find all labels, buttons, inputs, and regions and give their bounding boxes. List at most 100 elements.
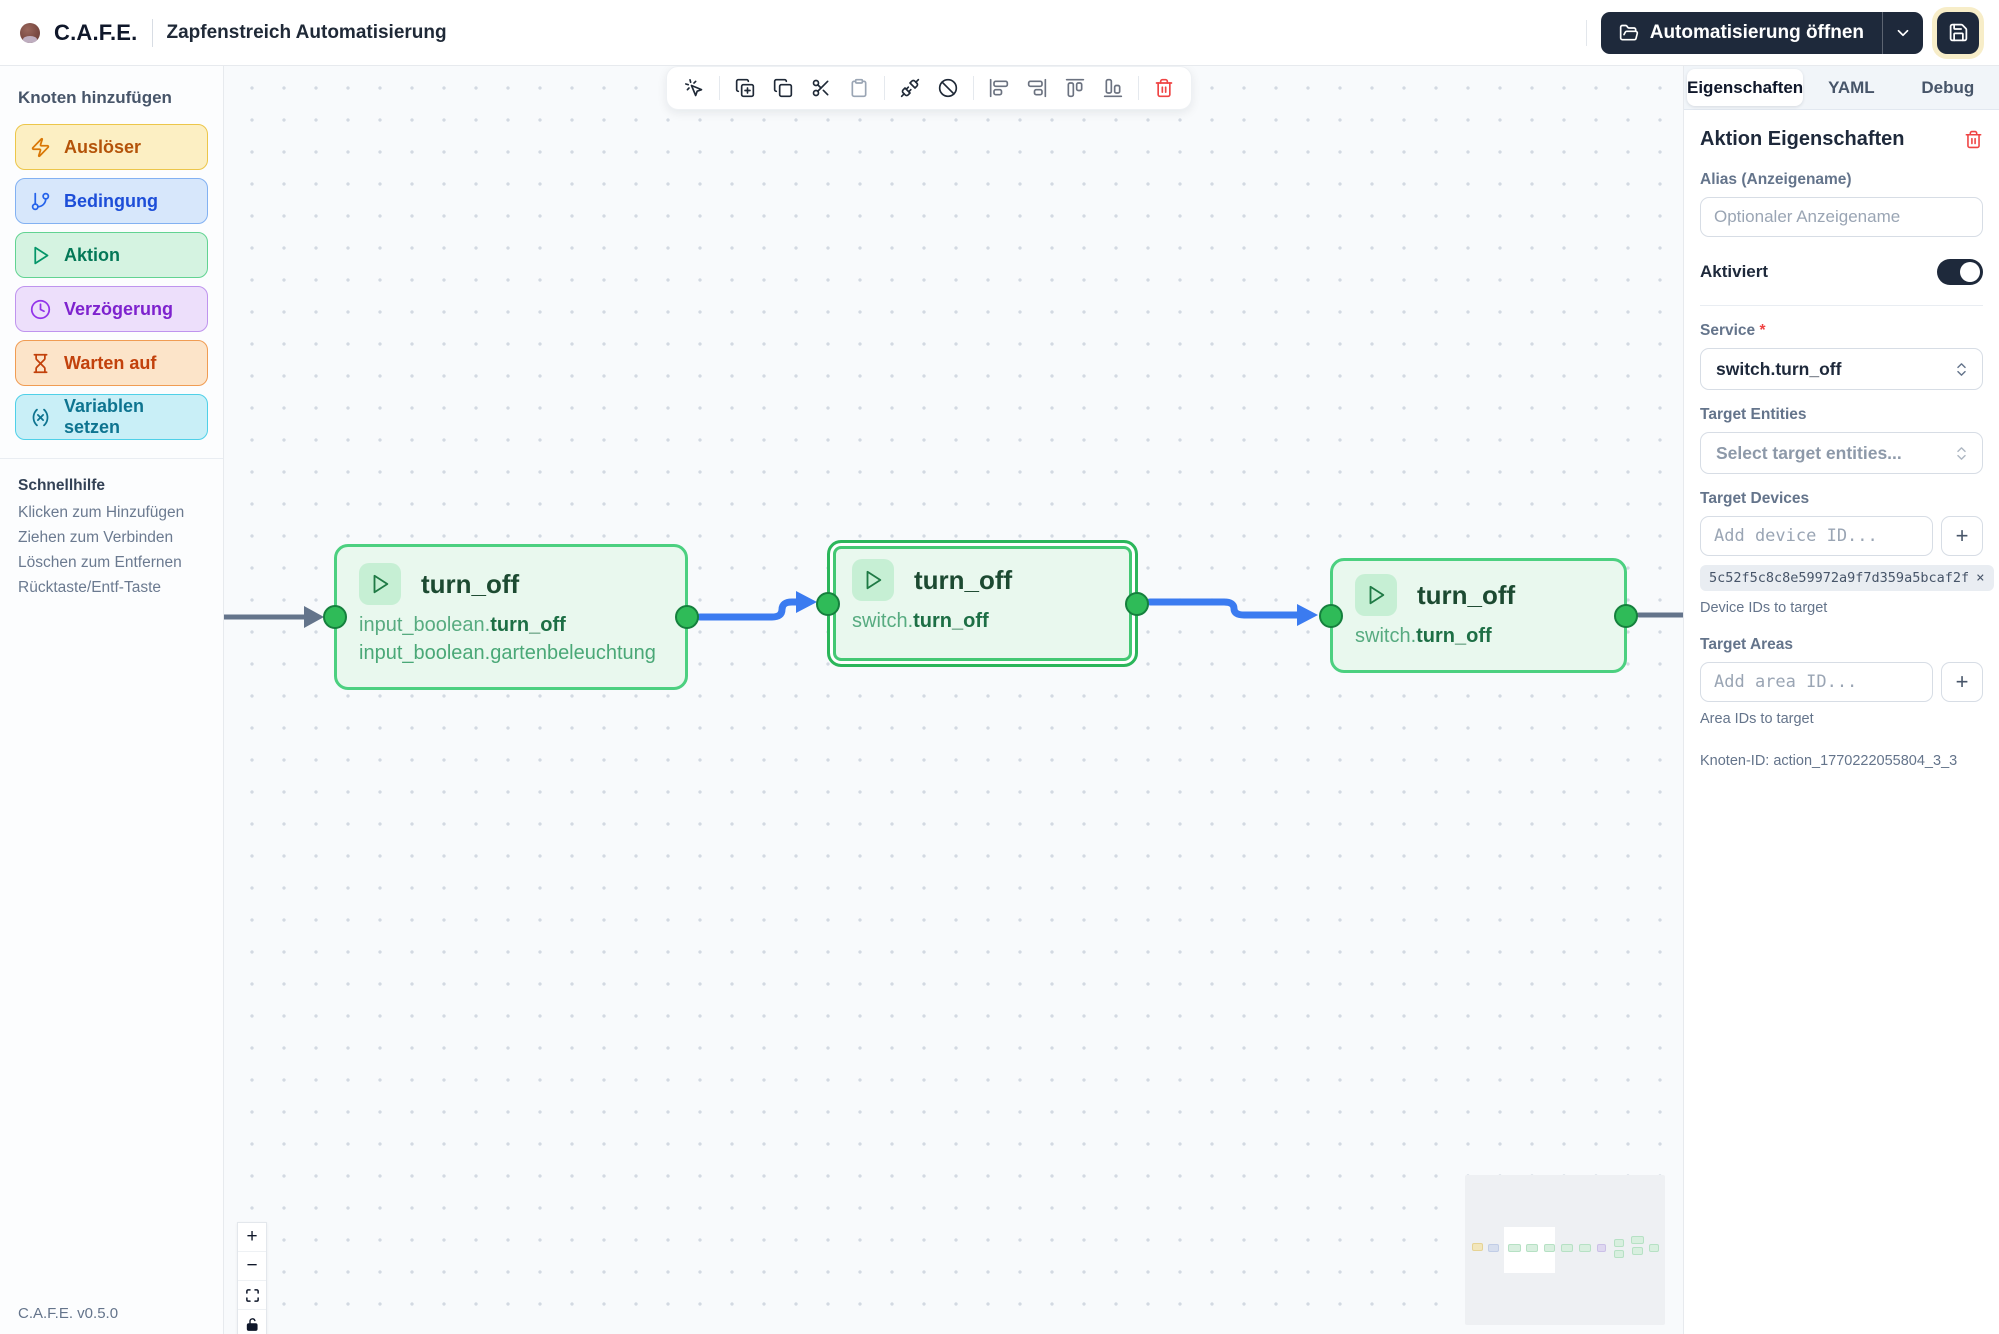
toolbar-divider (884, 76, 885, 100)
edges-layer (224, 66, 1683, 1334)
chevrons-up-down-icon (1953, 445, 1970, 462)
lock-button[interactable] (238, 1310, 266, 1334)
input-port[interactable] (323, 605, 347, 629)
target-entities-select[interactable]: Select target entities... (1700, 432, 1983, 474)
paste-button[interactable] (840, 70, 878, 106)
service-select[interactable]: switch.turn_off (1700, 348, 1983, 390)
open-automation-main[interactable]: Automatisierung öffnen (1601, 22, 1882, 44)
node-button-label: Variablen setzen (64, 396, 193, 438)
alias-label: Alias (Anzeigename) (1700, 171, 1983, 189)
copy-button[interactable] (764, 70, 802, 106)
output-port[interactable] (1614, 604, 1638, 628)
play-icon (852, 559, 894, 601)
clock-icon (30, 299, 51, 320)
quick-help-item: Rücktaste/Entf-Taste (18, 578, 208, 598)
sidebar: Knoten hinzufügen Auslöser Bedingung Akt… (0, 66, 224, 1334)
zap-icon (30, 137, 51, 158)
play-icon (359, 563, 401, 605)
target-devices-label: Target Devices (1700, 490, 1983, 508)
align-start-horizontal-icon (1065, 78, 1085, 98)
align-bottom-button[interactable] (1094, 70, 1132, 106)
node-title: turn_off (1417, 580, 1515, 611)
copy-plus-icon (735, 78, 755, 98)
variable-icon (30, 407, 51, 428)
align-right-button[interactable] (1018, 70, 1056, 106)
add-condition-node-button[interactable]: Bedingung (15, 178, 208, 224)
service-label: Service * (1700, 322, 1983, 340)
select-tool-button[interactable] (675, 70, 713, 106)
add-variables-node-button[interactable]: Variablen setzen (15, 394, 208, 440)
toggle-knob (1960, 262, 1980, 282)
device-help-text: Device IDs to target (1700, 600, 1983, 616)
enabled-label: Aktiviert (1700, 262, 1768, 282)
target-areas-label: Target Areas (1700, 636, 1983, 654)
node-button-label: Bedingung (64, 191, 158, 212)
play-icon (30, 245, 51, 266)
remove-chip-icon[interactable]: × (1976, 570, 1984, 586)
align-top-button[interactable] (1056, 70, 1094, 106)
sidebar-heading: Knoten hinzufügen (18, 88, 208, 108)
fit-view-button[interactable] (238, 1281, 266, 1310)
zoom-in-button[interactable]: + (238, 1223, 266, 1252)
minimap-node (1561, 1244, 1573, 1252)
chevrons-up-down-icon (1953, 361, 1970, 378)
device-id-input[interactable] (1700, 516, 1933, 556)
flow-node-action-2[interactable]: turn_off switch.turn_off (827, 540, 1138, 667)
open-automation-dropdown[interactable] (1883, 12, 1923, 54)
add-trigger-node-button[interactable]: Auslöser (15, 124, 208, 170)
zoom-out-button[interactable]: − (238, 1252, 266, 1281)
output-port[interactable] (1125, 592, 1149, 616)
cut-button[interactable] (802, 70, 840, 106)
git-branch-icon (30, 191, 51, 212)
disconnect-button[interactable] (891, 70, 929, 106)
add-device-button[interactable]: + (1941, 516, 1983, 556)
coffee-logo-icon (20, 23, 40, 43)
input-port[interactable] (1319, 604, 1343, 628)
header-divider (152, 19, 153, 47)
unplug-icon (900, 78, 920, 98)
delete-button[interactable] (1145, 70, 1183, 106)
trash-icon (1154, 78, 1174, 98)
service-value: switch.turn_off (1713, 359, 1841, 380)
device-id-chip-value: 5c52f5c8c8e59972a9f7d359a5bcaf2f (1709, 570, 1969, 586)
node-service: input_boolean.turn_off (359, 614, 665, 637)
disable-button[interactable] (929, 70, 967, 106)
delete-node-button[interactable] (1964, 130, 1983, 149)
flow-node-action-1[interactable]: turn_off input_boolean.turn_off input_bo… (334, 544, 688, 690)
folder-open-icon (1619, 23, 1639, 43)
minimap-node (1508, 1244, 1521, 1252)
input-port[interactable] (816, 592, 840, 616)
canvas-toolbar (666, 66, 1192, 110)
ban-icon (938, 78, 958, 98)
open-automation-label: Automatisierung öffnen (1650, 22, 1864, 44)
add-wait-node-button[interactable]: Warten auf (15, 340, 208, 386)
flow-node-action-3[interactable]: turn_off switch.turn_off (1330, 558, 1627, 673)
panel-divider (1700, 305, 1983, 306)
panel-body: Aktion Eigenschaften Alias (Anzeigename)… (1684, 110, 1999, 787)
tab-debug[interactable]: Debug (1900, 69, 1996, 106)
minimap-node (1632, 1247, 1643, 1255)
node-title: turn_off (914, 565, 1012, 596)
flow-canvas[interactable]: turn_off input_boolean.turn_off input_bo… (224, 66, 1683, 1334)
add-area-button[interactable]: + (1941, 662, 1983, 702)
required-mark: * (1759, 322, 1765, 339)
tab-eigenschaften[interactable]: Eigenschaften (1687, 69, 1803, 106)
node-entity: input_boolean.gartenbeleuchtung (359, 642, 665, 665)
add-action-node-button[interactable]: Aktion (15, 232, 208, 278)
minimap-node (1472, 1243, 1483, 1251)
output-port[interactable] (675, 605, 699, 629)
add-delay-node-button[interactable]: Verzögerung (15, 286, 208, 332)
minimap[interactable] (1465, 1175, 1665, 1325)
tab-yaml[interactable]: YAML (1803, 69, 1899, 106)
target-entities-label: Target Entities (1700, 406, 1983, 424)
alias-input[interactable] (1700, 197, 1983, 237)
area-id-input[interactable] (1700, 662, 1933, 702)
target-entities-placeholder: Select target entities... (1713, 443, 1902, 464)
align-left-button[interactable] (980, 70, 1018, 106)
save-button[interactable] (1937, 12, 1979, 54)
open-automation-button[interactable]: Automatisierung öffnen (1601, 12, 1923, 54)
duplicate-button[interactable] (726, 70, 764, 106)
minimap-node (1526, 1244, 1538, 1252)
enabled-toggle[interactable] (1937, 259, 1983, 285)
